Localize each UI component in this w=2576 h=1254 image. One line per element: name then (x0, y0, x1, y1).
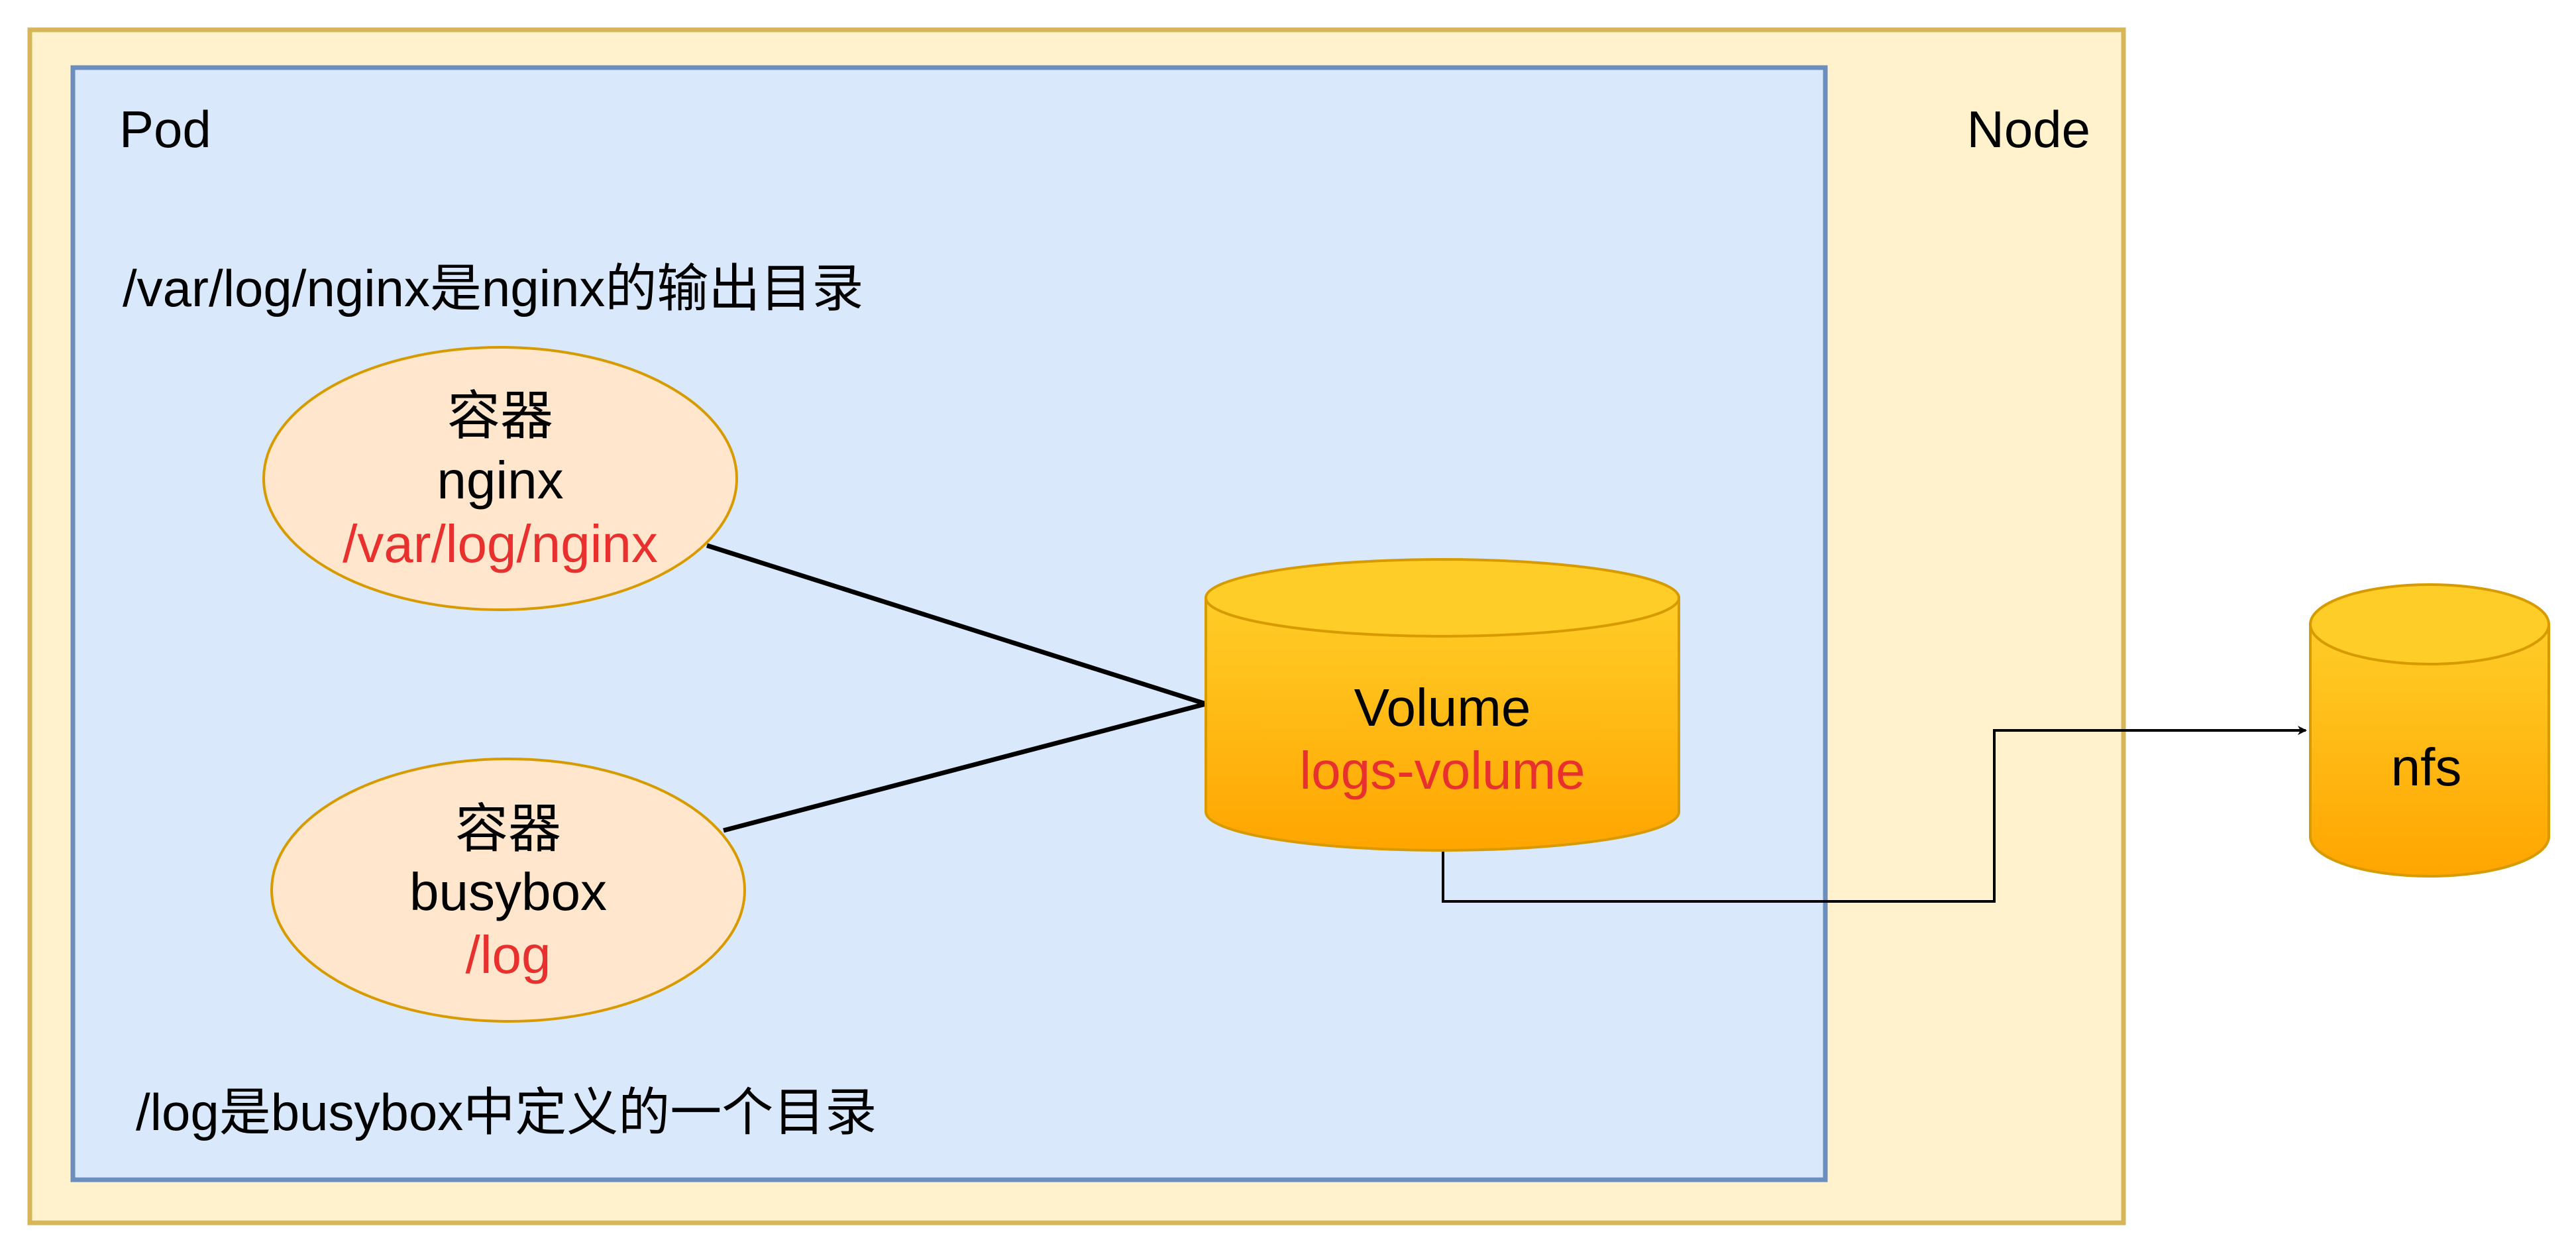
pod-note-bottom: /log是busybox中定义的一个目录 (136, 1083, 877, 1141)
nfs-cylinder: nfs (2309, 583, 2550, 878)
container-nginx-path: /var/log/nginx (343, 514, 658, 573)
volume-name: logs-volume (1299, 741, 1585, 800)
container-busybox: 容器 busybox /log (270, 758, 746, 1023)
pod-note-top: /var/log/nginx是nginx的输出目录 (123, 259, 863, 317)
connector-nginx-volume (706, 543, 1207, 707)
container-busybox-path: /log (466, 925, 551, 984)
container-busybox-name: busybox (409, 862, 607, 921)
connector-volume-nfs (1442, 726, 2307, 903)
volume-label: Volume (1354, 678, 1531, 737)
volume-cylinder-body (1205, 597, 1680, 852)
nfs-cylinder-body (2309, 623, 2550, 878)
nfs-label: nfs (2391, 738, 2462, 797)
node-label: Node (1967, 100, 2090, 158)
nfs-cylinder-top (2309, 583, 2550, 665)
connector-busybox-volume (723, 701, 1207, 833)
container-nginx-shape (262, 346, 738, 611)
volume-cylinder: Volume logs-volume (1205, 558, 1680, 852)
container-nginx: 容器 nginx /var/log/nginx (262, 346, 738, 611)
volume-cylinder-top (1205, 558, 1680, 638)
pod-label: Pod (119, 100, 211, 158)
container-busybox-kind: 容器 (455, 799, 561, 858)
container-busybox-shape (270, 758, 746, 1023)
container-nginx-kind: 容器 (447, 386, 553, 445)
container-nginx-name: nginx (437, 451, 563, 510)
